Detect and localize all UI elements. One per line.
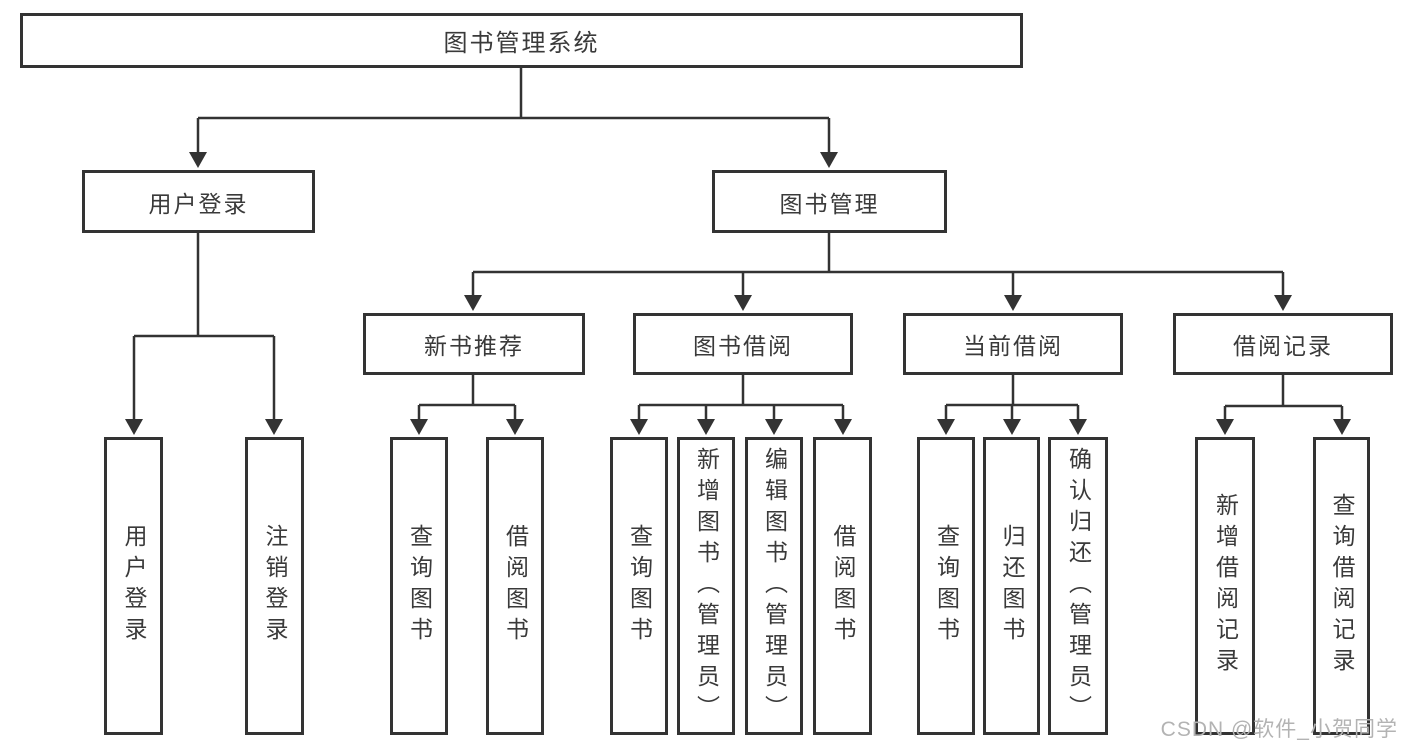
connector-book-borrow-group [637,375,845,422]
node-current-borrow: 当前借阅 [903,313,1123,375]
arrowhead [1274,295,1292,311]
node-borrow-records-label: 借阅记录 [1233,333,1333,359]
arrowhead [125,419,143,435]
arrowheads [125,152,1351,435]
node-book-borrow-label: 图书借阅 [693,333,793,359]
arrowhead [1069,419,1087,435]
arrowhead [834,419,852,435]
leaf-borrow-books-recommend: 借阅图书 [486,437,544,735]
node-borrow-records: 借阅记录 [1173,313,1393,375]
arrowhead [1003,419,1021,435]
leaf-query-books-current: 查询图书 [917,437,975,735]
leaf-query-books-borrow: 查询图书 [610,437,668,735]
node-book-management: 图书管理 [712,170,947,233]
csdn-watermark: CSDN @软件_小贺同学 [1160,718,1398,741]
arrowhead [734,295,752,311]
connector-current-borrow-group [944,375,1080,422]
connector-new-book-recommend-group [417,375,517,422]
arrowhead [1004,295,1022,311]
node-root-label: 图书管理系统 [443,30,600,57]
arrowhead [937,419,955,435]
arrowhead [1216,419,1234,435]
arrowhead [265,419,283,435]
node-current-borrow-label: 当前借阅 [963,333,1063,359]
connector-borrow-records-group [1223,375,1344,422]
node-new-book-recommend: 新书推荐 [363,313,585,375]
node-new-book-recommend-label: 新书推荐 [424,333,524,359]
arrowhead [1333,419,1351,435]
arrowhead [464,295,482,311]
node-user-login: 用户登录 [82,170,315,233]
connector-root-to-level2 [196,68,831,155]
arrowhead [820,152,838,168]
leaf-return-book: 归还图书 [983,437,1040,735]
node-book-borrow: 图书借阅 [633,313,853,375]
arrowhead [506,419,524,435]
connector-book-mgmt-to-modules [471,233,1285,298]
arrowhead [697,419,715,435]
leaf-borrow-books: 借阅图书 [813,437,872,735]
leaf-edit-book-admin: 编辑图书（管理员） [745,437,803,735]
leaf-logout: 注销登录 [245,437,304,735]
arrowhead [189,152,207,168]
leaf-query-borrow-record: 查询借阅记录 [1313,437,1370,735]
node-root: 图书管理系统 [20,13,1023,68]
leaf-add-book-admin: 新增图书（管理员） [677,437,735,735]
connector-user-login-to-children [132,233,276,422]
leaf-add-borrow-record: 新增借阅记录 [1195,437,1255,735]
arrowhead [765,419,783,435]
node-book-management-label: 图书管理 [779,190,880,217]
leaf-user-login: 用户登录 [104,437,163,735]
arrowhead [630,419,648,435]
leaf-query-books-recommend: 查询图书 [390,437,448,735]
arrowhead [410,419,428,435]
node-user-login-label: 用户登录 [148,190,249,217]
leaf-confirm-return-admin: 确认归还（管理员） [1048,437,1108,735]
